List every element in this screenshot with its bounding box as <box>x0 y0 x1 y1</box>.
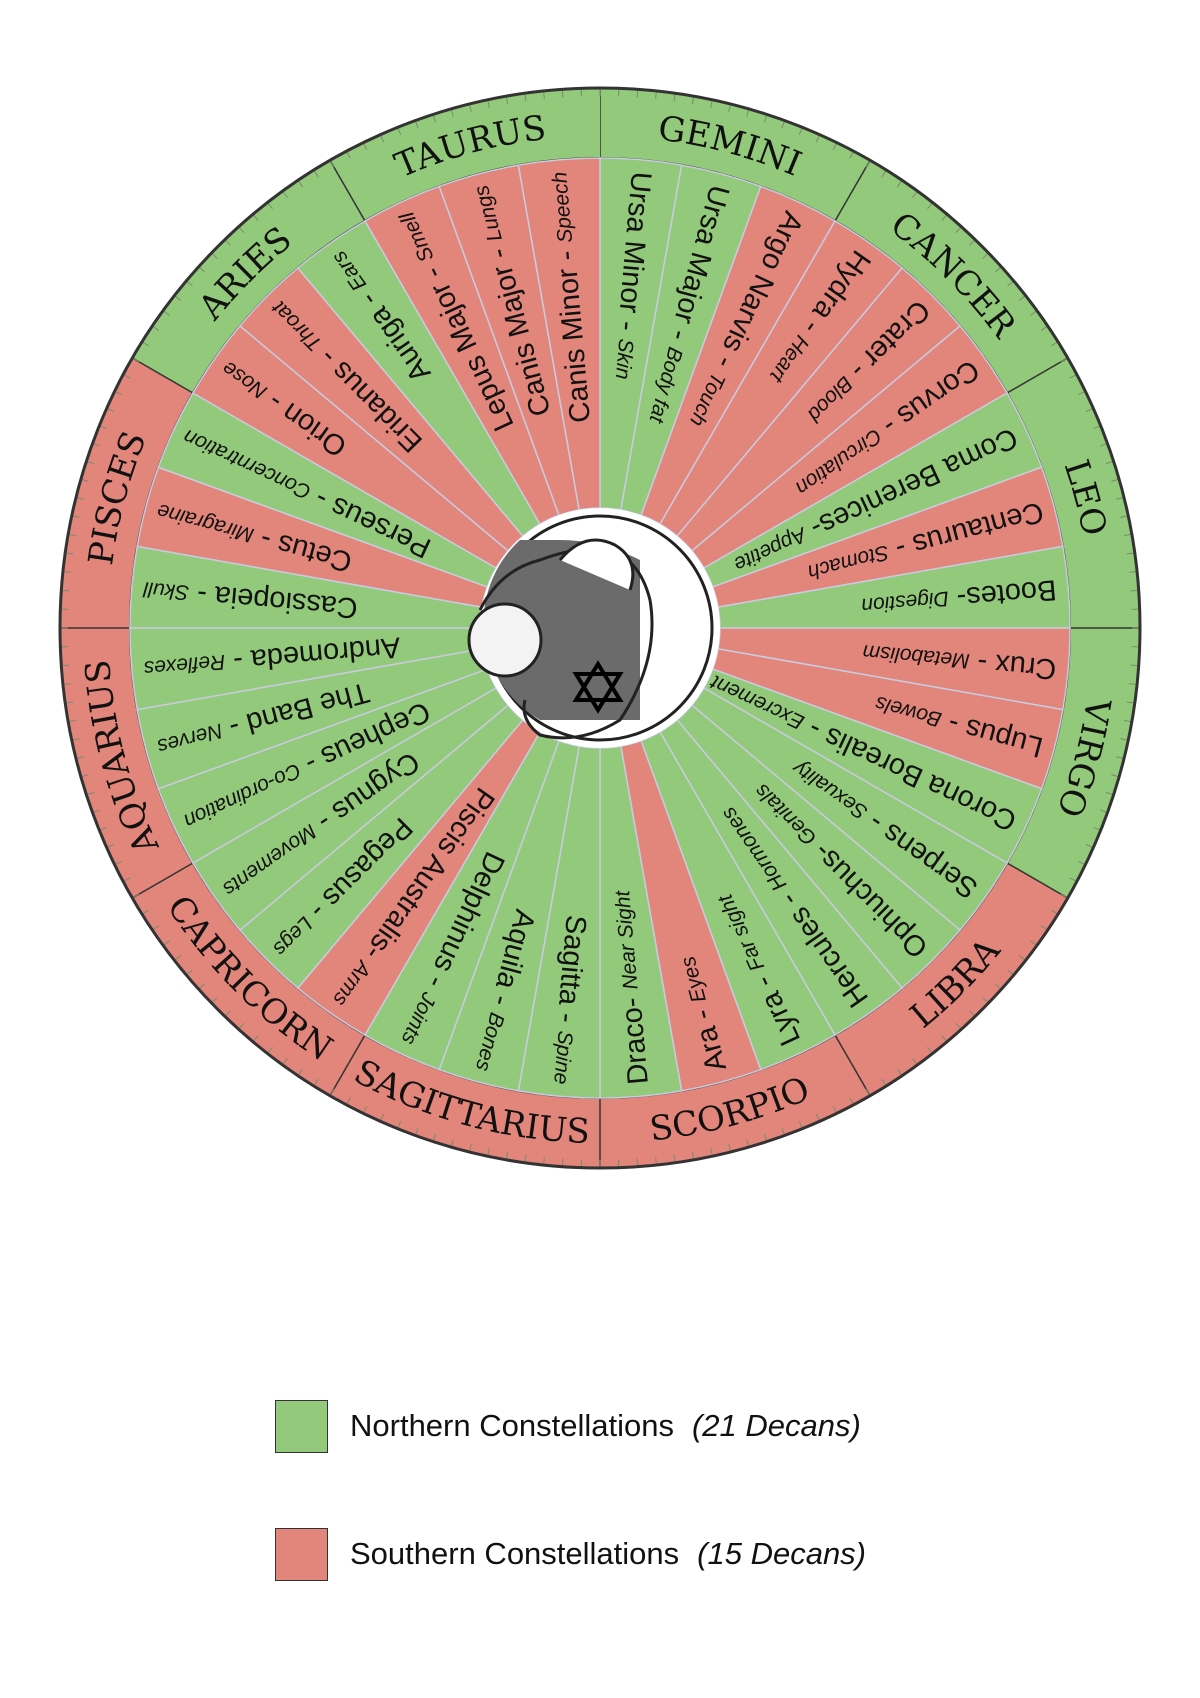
sign-divider <box>834 1034 871 1097</box>
sign-divider <box>131 862 194 899</box>
sign-divider <box>1006 357 1069 394</box>
sign-divider <box>329 1034 366 1097</box>
legend-label: Southern Constellations <box>350 1536 680 1571</box>
legend-item-south: Southern Constellations (15 Decans) <box>275 1526 1075 1582</box>
constellation-name: Draco <box>616 1006 655 1086</box>
sign-segment <box>330 1035 600 1168</box>
constellation-separator: - <box>188 577 216 611</box>
constellation-separator: - <box>611 312 645 340</box>
constellation-separator: - <box>614 988 647 1008</box>
legend-label: Northern Constellations <box>350 1408 674 1443</box>
constellation-name: Bootes <box>965 573 1058 613</box>
sign-segment <box>60 628 193 898</box>
constellation-name: Crux <box>993 648 1057 685</box>
sign-segment <box>1007 628 1140 898</box>
sign-segment <box>60 358 193 628</box>
sign-segment <box>600 1035 870 1168</box>
constellation-label: Crux - Metabolism <box>861 636 1057 685</box>
constellation-label: Sagitta - Spine <box>545 914 592 1086</box>
sign-segment <box>330 88 600 221</box>
star-of-david-icon <box>572 660 624 714</box>
sign-segment <box>835 160 1068 393</box>
constellation-separator: - <box>550 1004 584 1032</box>
sign-segment <box>1007 358 1140 628</box>
constellation-separator: - <box>549 241 583 269</box>
sign-segment <box>132 863 365 1096</box>
sign-segment <box>132 160 365 393</box>
legend: Northern Constellations (21 Decans) Sout… <box>275 1398 1075 1654</box>
sign-divider <box>1006 862 1069 899</box>
outer-rim <box>58 86 1142 1170</box>
constellation-separator: - <box>224 644 252 678</box>
legend-count: (21 Decans) <box>691 1408 861 1443</box>
body-part: Spine <box>550 1030 578 1086</box>
body-part: Skull <box>141 577 190 604</box>
sign-divider <box>834 159 871 222</box>
legend-swatch-north <box>275 1399 328 1453</box>
sign-segment <box>600 88 870 221</box>
legend-item-north: Northern Constellations (21 Decans) <box>275 1398 1075 1454</box>
legend-swatch-south <box>275 1527 328 1581</box>
constellation-separator: - <box>947 581 967 614</box>
constellation-separator: - <box>968 646 996 680</box>
sign-segment <box>835 863 1068 1096</box>
sign-divider <box>329 159 366 222</box>
center-figure <box>467 514 714 742</box>
sign-divider <box>131 357 194 394</box>
human-figure-icon <box>467 514 714 742</box>
legend-count: (15 Decans) <box>697 1536 867 1571</box>
constellation-name: Sagitta <box>552 914 592 1008</box>
body-part: Skin <box>611 338 637 381</box>
